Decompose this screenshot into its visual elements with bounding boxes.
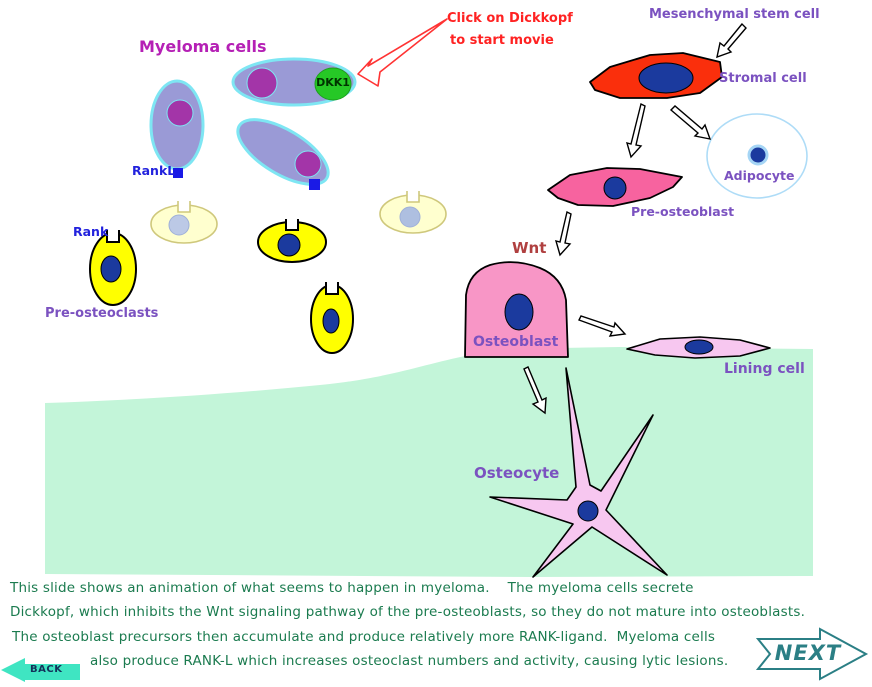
arrow-stromal-to-preosteoblast (625, 102, 646, 159)
label-adipocyte: Adipocyte (724, 168, 795, 183)
next-button-label: NEXT (774, 641, 842, 665)
label-stromal-cell: Stromal cell (719, 71, 807, 86)
precursor-nucleus-1 (168, 214, 190, 236)
rankl-square-2 (309, 179, 320, 190)
pre-osteoclast-nucleus-2 (277, 233, 301, 257)
precursor-nucleus-2 (399, 206, 421, 228)
myeloma-nucleus-3 (294, 150, 322, 178)
receptor-notch (177, 201, 191, 213)
arrow-osteoblast-to-lining (578, 315, 627, 337)
adipocyte-nucleus (747, 144, 769, 166)
next-arrow-icon (755, 627, 869, 681)
pre-osteoblast-nucleus (603, 176, 627, 200)
dkk1-label: DKK1 (316, 76, 350, 89)
label-osteocyte: Osteocyte (474, 464, 560, 482)
receptor-notch (106, 230, 120, 243)
myeloma-cells-title: Myeloma cells (139, 37, 267, 56)
back-button-label: BACK (30, 664, 63, 675)
caption-line-2: Dickkopf, which inhibits the Wnt signali… (10, 604, 806, 620)
dickkopf-pointer-arrow (357, 18, 448, 87)
osteoblast-nucleus (504, 293, 534, 331)
lining-cell-nucleus (684, 339, 714, 355)
osteocyte-cell (489, 367, 668, 578)
myeloma-nucleus-1 (166, 99, 194, 127)
receptor-notch (406, 191, 420, 203)
receptor-notch (285, 219, 299, 231)
pre-osteoclast-nucleus-3 (322, 308, 340, 334)
label-osteoblast: Osteoblast (473, 334, 559, 350)
label-mesenchymal-stem-cell: Mesenchymal stem cell (649, 7, 820, 22)
label-rankl: RankL (132, 163, 176, 178)
stromal-nucleus (638, 62, 694, 94)
label-lining-cell: Lining cell (724, 361, 805, 377)
receptor-notch (325, 282, 339, 295)
back-button[interactable]: BACK (0, 654, 82, 686)
arrow-stromal-to-adipocyte (669, 105, 712, 140)
arrow-osteoblast-to-osteocyte (523, 366, 547, 415)
dkk1-ball[interactable] (314, 67, 352, 101)
pre-osteoclast-nucleus-1 (100, 255, 122, 283)
instruction-line-2: to start movie (450, 33, 554, 48)
myeloma-cell-3 (236, 118, 330, 186)
caption-line-3: The osteoblast precursors then accumulat… (12, 629, 716, 645)
label-pre-osteoblast: Pre-osteoblast (631, 204, 735, 219)
label-pre-osteoclasts: Pre-osteoclasts (45, 306, 159, 321)
next-button[interactable]: NEXT (752, 624, 872, 684)
instruction-line-1: Click on Dickkopf (447, 11, 573, 26)
osteocyte-nucleus (577, 500, 599, 522)
back-arrow-icon (1, 658, 80, 682)
label-wnt: Wnt (512, 239, 547, 257)
caption-line-4: also produce RANK-L which increases oste… (90, 653, 729, 669)
caption-line-1: This slide shows an animation of what se… (10, 580, 694, 596)
myeloma-nucleus-2 (246, 67, 278, 99)
label-rank: Rank (73, 224, 109, 239)
arrow-preosteoblast-to-osteoblast (554, 210, 572, 257)
arrow-mesenchymal-to-stromal (716, 22, 747, 59)
rankl-square-1 (173, 168, 183, 178)
bone-matrix (45, 347, 813, 577)
